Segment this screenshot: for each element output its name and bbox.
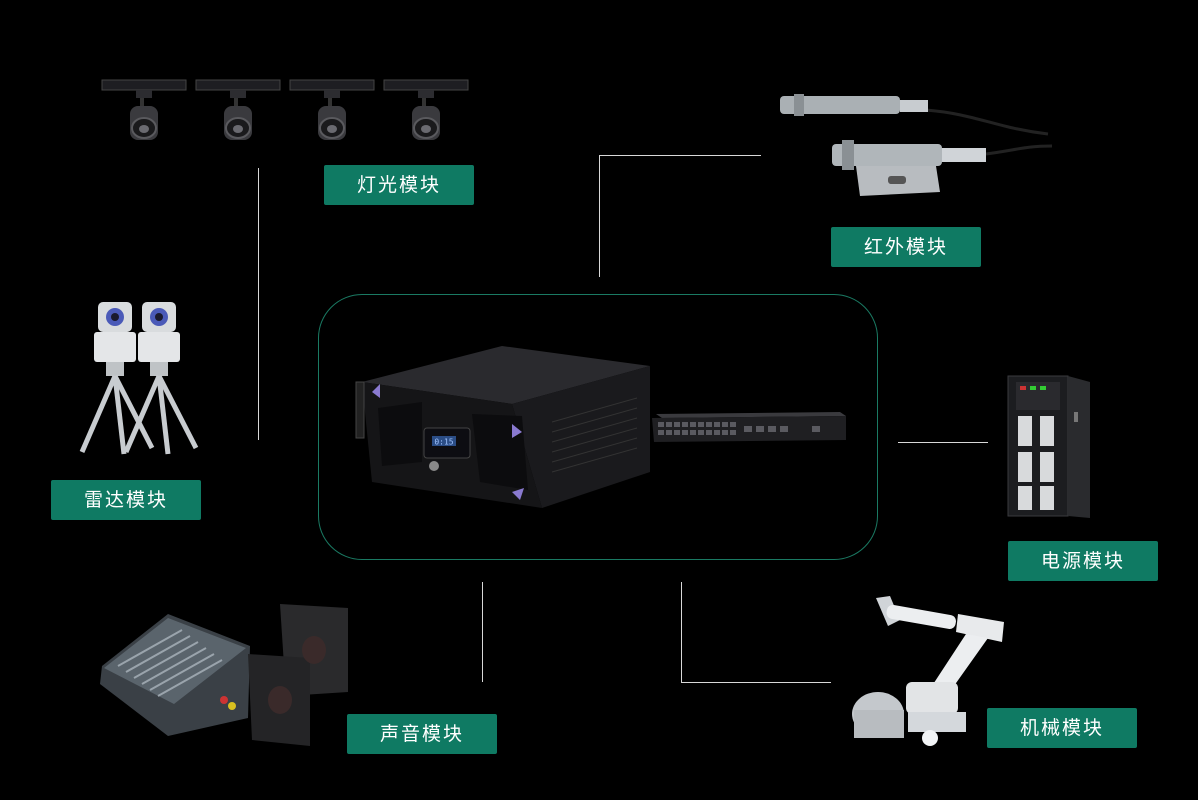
power-cabinet-icon <box>1007 375 1090 518</box>
audio-mixer-speaker-icon <box>100 604 348 746</box>
connector-power <box>898 442 988 443</box>
connector-infrared-horizontal <box>599 155 761 156</box>
radar-tripod-icon <box>79 298 222 458</box>
connector-lighting <box>258 168 259 440</box>
connector-mechanical-horizontal <box>681 682 831 683</box>
spotlight-track-icon <box>101 79 469 141</box>
power-module-label: 电源模块 <box>1008 541 1158 581</box>
robot-arm-icon <box>852 596 1004 746</box>
sound-module-label: 声音模块 <box>347 714 497 754</box>
server-chassis-icon: 0:15 <box>355 346 650 508</box>
connector-mechanical-vertical <box>681 582 682 682</box>
mechanical-module-label: 机械模块 <box>987 708 1137 748</box>
infrared-sensor-icon <box>780 94 1053 196</box>
network-switch-icon <box>652 412 846 442</box>
central-controller-frame <box>318 294 878 560</box>
infrared-module-label: 红外模块 <box>831 227 981 267</box>
connector-infrared-vertical <box>599 155 600 277</box>
server-display-value: 0:15 <box>434 438 453 447</box>
radar-module-label: 雷达模块 <box>51 480 201 520</box>
lighting-module-label: 灯光模块 <box>324 165 474 205</box>
connector-sound <box>482 582 483 682</box>
